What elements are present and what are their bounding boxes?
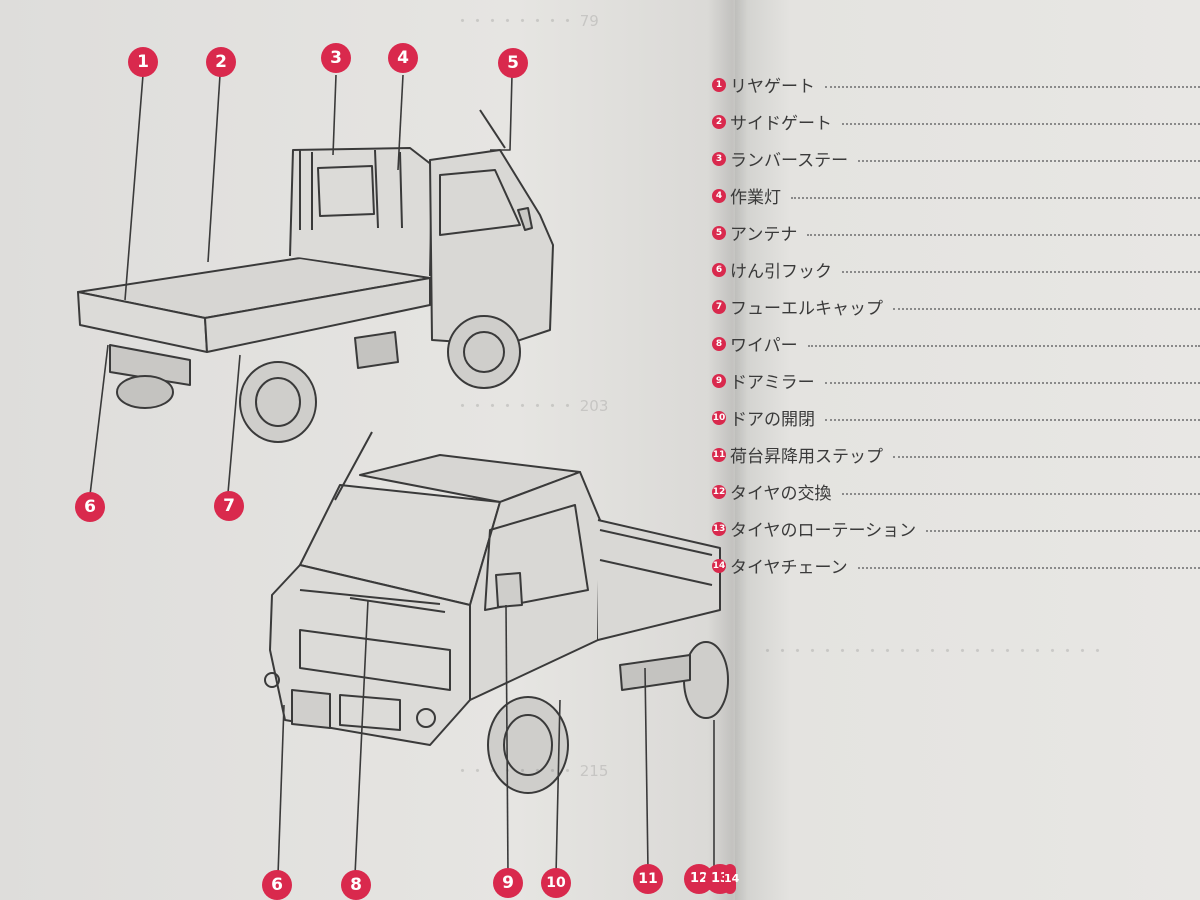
callout-14: 14 (724, 864, 739, 894)
leader-lines (89, 74, 715, 876)
leader-dots (825, 85, 1200, 88)
leader-dots (893, 455, 1200, 458)
legend-label: リヤゲート (730, 77, 815, 97)
legend-item[interactable]: 10 ドアの開閉 (712, 399, 1200, 436)
legend-number: 13 (712, 521, 726, 536)
right-page (735, 0, 1200, 900)
legend-number: 3 (712, 151, 726, 166)
callout-10: 10 (541, 868, 571, 898)
bleed-text: ・・・・・・・・・・・・・・・・・・・・・・・ (760, 642, 1106, 660)
legend-label: ワイパー (730, 336, 798, 356)
legend-label: けん引フック (730, 262, 832, 282)
bleed-text: ・・・・・・・・ 79 (455, 12, 599, 30)
legend-item[interactable]: 3 ランバーステー (712, 140, 1200, 177)
front-view-truck (264, 431, 729, 794)
callout-3: 3 (321, 43, 351, 73)
legend-label: 荷台昇降用ステップ (730, 447, 883, 467)
legend-label: ランバーステー (730, 151, 849, 171)
leader-dots (893, 307, 1200, 310)
leader-dots (857, 566, 1200, 569)
legend-item[interactable]: 7 フューエルキャップ (712, 288, 1200, 325)
legend-item[interactable]: 4 作業灯 (712, 177, 1200, 214)
leader-dots (791, 196, 1200, 199)
callout-5: 5 (498, 48, 528, 78)
legend-number: 12 (712, 484, 726, 499)
legend-number: 11 (712, 447, 726, 462)
leader-dots (858, 159, 1200, 162)
leader-dots (807, 344, 1200, 347)
leader-dots (824, 381, 1200, 384)
legend-number: 7 (712, 299, 726, 314)
leader-dots (842, 270, 1200, 273)
legend-item[interactable]: 6 けん引フック (712, 251, 1200, 288)
legend-number: 4 (712, 188, 726, 203)
legend-label: サイドゲート (730, 114, 832, 134)
legend-item[interactable]: 2 サイドゲート (712, 103, 1200, 140)
legend-label: ドアの開閉 (730, 410, 815, 430)
callout-6-front: 6 (262, 870, 292, 900)
legend-number: 10 (712, 410, 726, 425)
legend-label: 作業灯 (730, 188, 781, 208)
bleed-text: ・・・・・・・・ 203 (455, 397, 609, 415)
leader-dots (926, 529, 1200, 532)
callout-11: 11 (633, 864, 663, 894)
leader-dots (841, 492, 1200, 495)
callout-2: 2 (206, 47, 236, 77)
legend-label: フューエルキャップ (730, 299, 883, 319)
bleed-text: ・・・・・・・・ 215 (455, 762, 609, 780)
legend-number: 9 (712, 373, 726, 388)
legend-number: 6 (712, 262, 726, 277)
legend-number: 14 (712, 558, 726, 573)
legend-label: タイヤのローテーション (730, 521, 917, 541)
legend-item[interactable]: 9 ドアミラー (712, 362, 1200, 399)
legend-number: 8 (712, 336, 726, 351)
legend-item[interactable]: 12 タイヤの交換 (712, 473, 1200, 510)
callout-4: 4 (388, 43, 418, 73)
legend-label: タイヤチェーン (730, 558, 848, 578)
callout-7: 7 (214, 491, 244, 521)
legend-item[interactable]: 1 リヤゲート (712, 66, 1200, 103)
callout-8: 8 (341, 870, 371, 900)
leader-dots (807, 233, 1200, 236)
legend-item[interactable]: 8 ワイパー (712, 325, 1200, 362)
legend-item[interactable]: 14 タイヤチェーン (712, 547, 1200, 584)
legend-label: アンテナ (730, 225, 798, 245)
legend-number: 1 (712, 77, 726, 92)
legend-label: ドアミラー (730, 373, 815, 393)
legend-label: タイヤの交換 (730, 484, 832, 504)
legend-item[interactable]: 11 荷台昇降用ステップ (712, 436, 1200, 473)
legend-item[interactable]: 5 アンテナ (712, 214, 1200, 251)
parts-legend: 1 リヤゲート 2 サイドゲート 3 ランバーステー 4 作業灯 5 アンテナ … (712, 66, 1200, 584)
callout-6: 6 (75, 492, 105, 522)
callout-1: 1 (128, 47, 158, 77)
legend-number: 5 (712, 225, 726, 240)
legend-item[interactable]: 13 タイヤのローテーション (712, 510, 1200, 547)
leader-dots (825, 418, 1200, 421)
rear-view-truck (77, 109, 554, 443)
callout-9: 9 (493, 868, 523, 898)
legend-number: 2 (712, 114, 726, 129)
leader-dots (842, 122, 1200, 125)
